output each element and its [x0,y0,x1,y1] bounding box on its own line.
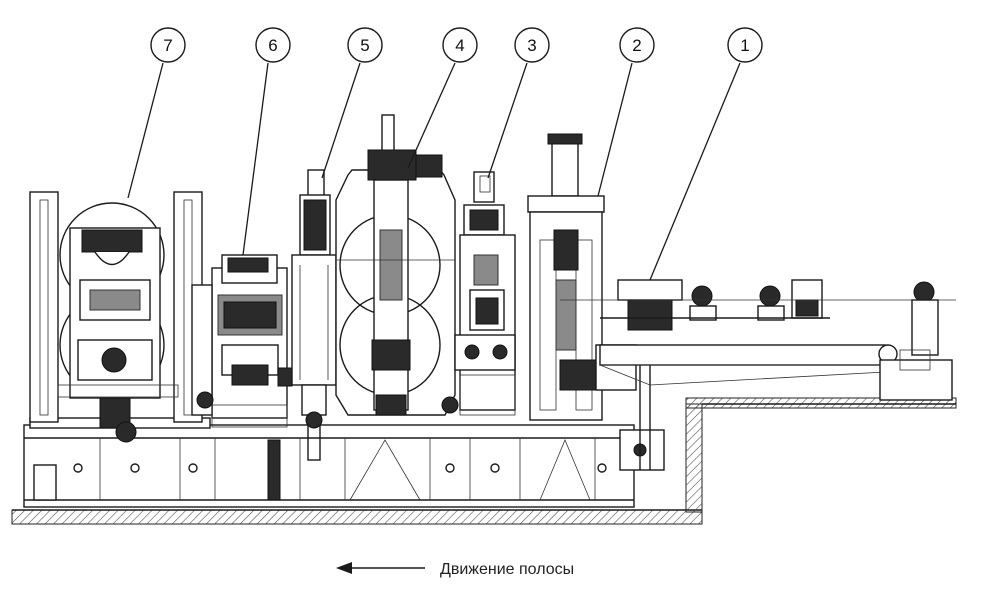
direction-caption: Движение полосы [440,561,574,578]
callout-3: 3 [515,28,549,62]
callout-label-6: 6 [268,36,277,55]
callout-6: 6 [256,28,290,62]
unit-6-stand [192,255,292,427]
unit-7-coiler [30,192,202,442]
arrow-head-icon [336,562,352,574]
callout-label-1: 1 [740,36,749,55]
callout-label-2: 2 [632,36,641,55]
unit-4-main-stand [336,115,455,415]
callout-4: 4 [443,28,477,62]
callout-label-5: 5 [360,36,369,55]
strip-direction: Движение полосы [336,561,574,578]
callout-7: 7 [151,28,185,62]
callout-label-3: 3 [527,36,536,55]
callout-label-4: 4 [455,36,464,55]
unit-2-stand [528,134,636,420]
unit-5-column [292,170,336,460]
callout-5: 5 [348,28,382,62]
callout-2: 2 [620,28,654,62]
callout-label-7: 7 [163,36,172,55]
callout-1: 1 [728,28,762,62]
